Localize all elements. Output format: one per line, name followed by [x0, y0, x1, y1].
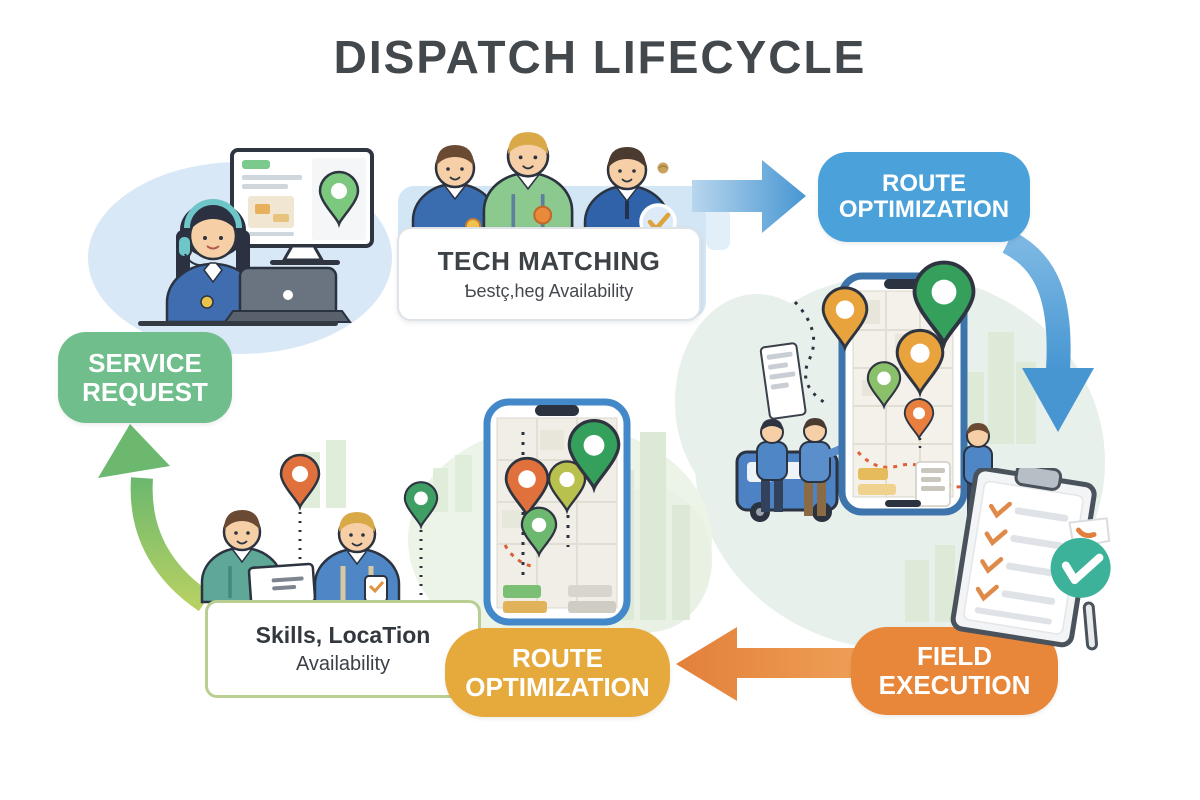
card-title: TECH MATCHING — [437, 246, 661, 276]
node-field-execution: FIELD EXECUTION — [851, 627, 1058, 715]
work-order-panel — [759, 342, 807, 420]
arrow-blue-curved-down — [1002, 231, 1094, 432]
node-label: REQUEST — [82, 376, 208, 407]
card-tech-matching: TECH MATCHING Ƅestç,heg Availability — [397, 227, 701, 321]
id-badge-icon — [200, 295, 214, 309]
route-dashed-line — [793, 300, 828, 406]
card-title: Skills, LocaTion — [255, 622, 431, 648]
completed-check-icon — [1050, 537, 1111, 598]
field-technician — [756, 419, 788, 512]
desk — [138, 321, 338, 326]
brain-icon — [657, 162, 669, 174]
mobile-map-phone — [483, 398, 631, 626]
node-label: OPTIMIZATION — [465, 671, 650, 702]
card-subtitle: Ƅestç,heg Availability — [464, 281, 634, 301]
node-label: ROUTE — [512, 642, 603, 673]
card-skills-note: Skills, LocaTion Availability — [205, 600, 481, 698]
arrow-blue-right — [692, 160, 806, 233]
node-label: OPTIMIZATION — [838, 196, 1010, 223]
skills-duo-scene — [200, 453, 439, 608]
node-service-request: SERVICE REQUEST — [58, 332, 232, 423]
node-label: SERVICE — [88, 347, 202, 378]
node-route-optimization-bottom: ROUTE OPTIMIZATION — [445, 628, 670, 717]
node-label: FIELD — [916, 641, 993, 672]
headset-icon — [184, 199, 242, 229]
node-label: ROUTE — [882, 169, 966, 197]
page-title: DISPATCH LIFECYCLE — [333, 31, 867, 83]
field-scene — [735, 260, 1034, 522]
clipboard-clip — [1014, 468, 1063, 491]
node-label: EXECUTION — [878, 670, 1031, 700]
dashboard-monitor — [230, 148, 374, 265]
field-technician — [799, 418, 857, 516]
arrow-green-curved-up — [98, 424, 212, 612]
route-dashed-line — [503, 544, 536, 569]
laptop — [223, 266, 352, 324]
badge-icon — [533, 205, 553, 225]
technician — [482, 132, 574, 236]
dispatcher-scene — [138, 148, 374, 326]
pen-icon — [1082, 601, 1098, 651]
arrow-orange-left — [676, 627, 867, 701]
node-route-optimization-top: ROUTE OPTIMIZATION — [818, 152, 1030, 242]
checklist-rows — [974, 501, 1069, 625]
dispatcher-person — [165, 199, 261, 324]
technician — [313, 512, 401, 606]
checklist-clipboard — [950, 468, 1111, 651]
card-subtitle: Availability — [295, 653, 391, 675]
